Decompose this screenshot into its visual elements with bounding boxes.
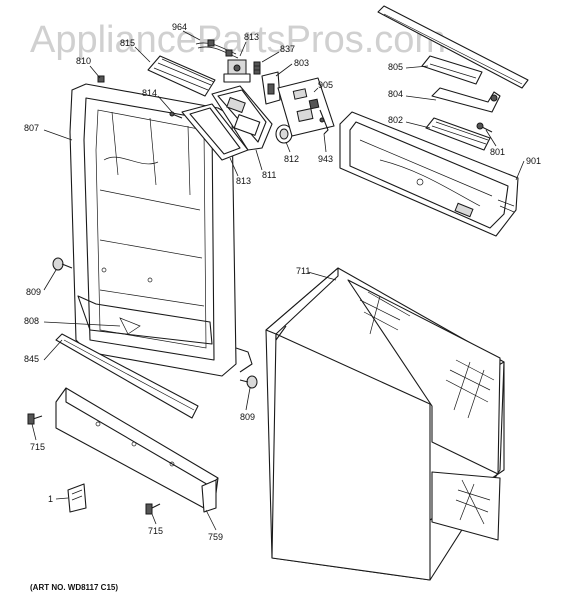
callout-811: 811 (262, 170, 276, 180)
callout-815: 815 (120, 38, 135, 48)
callout-802: 802 (388, 115, 403, 125)
callout-715-bottom: 715 (148, 526, 163, 536)
callout-804: 804 (388, 89, 403, 99)
callout-807: 807 (24, 123, 39, 133)
seal-frame (181, 103, 249, 161)
control-console (339, 111, 519, 237)
door-latch (261, 71, 281, 105)
screw-715-left (27, 413, 43, 425)
screw-809-left (52, 257, 73, 271)
spring-part (253, 61, 261, 75)
callout-901: 901 (526, 156, 541, 166)
screw-814 (169, 111, 183, 119)
callout-905: 905 (318, 80, 333, 90)
screw-809-right (239, 375, 258, 389)
callout-943: 943 (318, 154, 333, 164)
callout-801: 801 (490, 147, 505, 157)
callout-805: 805 (388, 62, 403, 72)
vent-grille (147, 55, 216, 97)
screw-801 (476, 122, 493, 133)
outer-door-panel (265, 267, 505, 581)
callout-809-left: 809 (26, 287, 41, 297)
callout-808: 808 (24, 316, 39, 326)
bracket-805 (421, 55, 483, 85)
literature-kit (67, 483, 87, 513)
screw-715-bottom (145, 503, 161, 515)
callout-810: 810 (76, 56, 91, 66)
callout-845: 845 (24, 354, 39, 364)
callout-813-bottom: 813 (236, 176, 251, 186)
leader-lines (31, 30, 525, 531)
callout-803: 803 (294, 58, 309, 68)
callout-labels: 964 815 813 837 803 810 814 905 807 812 … (24, 22, 541, 542)
mesh-pattern-upper (359, 291, 495, 419)
callout-814: 814 (142, 88, 157, 98)
callout-1: 1 (48, 494, 53, 504)
callout-837: 837 (280, 44, 295, 54)
switch-assembly (223, 59, 251, 83)
vent-802 (425, 117, 491, 151)
callout-964: 964 (172, 22, 187, 32)
callout-813-top: 813 (244, 32, 259, 42)
watermark: AppliancePartsPros.com (30, 19, 446, 61)
callout-711: 711 (296, 266, 310, 276)
clip-810 (97, 75, 105, 83)
bottom-trim-845 (55, 333, 199, 419)
toe-kick-panel (55, 387, 219, 513)
callout-812: 812 (284, 154, 299, 164)
art-number: (ART NO. WD8117 C15) (30, 583, 118, 592)
bracket-943 (319, 109, 329, 135)
top-trim-rail (377, 5, 529, 89)
bracket-804 (431, 87, 501, 113)
callout-809-right: 809 (240, 412, 255, 422)
callout-715-left: 715 (30, 442, 45, 452)
control-knob (275, 124, 293, 144)
wire-harness (195, 39, 239, 59)
mesh-pattern-lower (455, 479, 491, 525)
callout-759: 759 (208, 532, 223, 542)
control-housing (211, 85, 273, 151)
control-board (277, 77, 335, 137)
